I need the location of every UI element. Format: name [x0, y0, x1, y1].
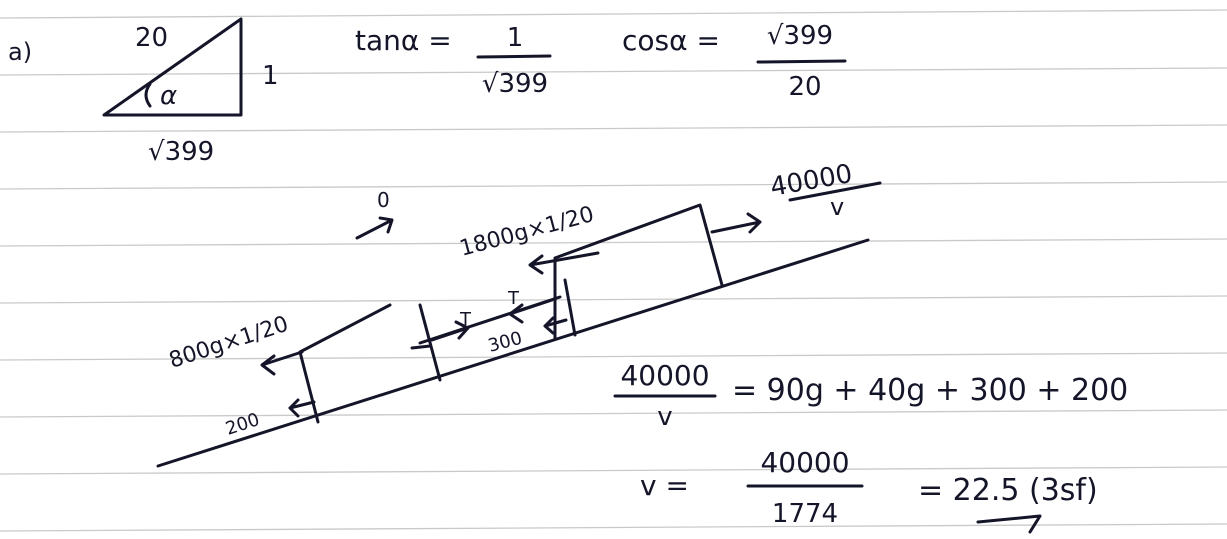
- driving-force-fraction-bar: [788, 181, 882, 202]
- trailer-weight-arrow: [260, 350, 304, 376]
- slope-diagram: [156, 203, 870, 468]
- cos-numerator: √399: [767, 21, 833, 51]
- trailer-resistance-arrow: [288, 398, 316, 418]
- part-label: a): [8, 38, 32, 66]
- eq1-numerator: 40000: [620, 359, 709, 392]
- tension-arrow-car: [508, 298, 554, 324]
- car-weight-component-label: 1800g×1/20: [457, 202, 597, 262]
- cos-lhs: cosα =: [622, 24, 720, 57]
- tow-bar-end: [563, 278, 577, 337]
- cos-denominator: 20: [788, 72, 821, 102]
- tension-arrow-trailer: [430, 320, 470, 342]
- triangle-angle-label: α: [160, 81, 177, 111]
- car-weight-arrow: [528, 251, 600, 275]
- eq2-numerator: 40000: [760, 446, 849, 479]
- tension-label-2: T: [507, 288, 520, 309]
- acceleration-label: 0: [377, 188, 390, 212]
- eq2-denominator: 1774: [772, 499, 838, 529]
- tan-denominator: √399: [482, 69, 548, 99]
- trailer-weight-component-label: 800g×1/20: [166, 312, 291, 374]
- triangle-opposite-label: 1: [262, 61, 279, 91]
- cos-fraction-bar: [756, 59, 847, 64]
- eq2-lhs: v =: [640, 469, 689, 502]
- driving-force-denominator: v: [830, 193, 844, 221]
- tan-lhs: tanα =: [355, 24, 452, 57]
- tension-label-1: T: [459, 309, 472, 330]
- ruled-lines: [0, 9, 1227, 532]
- eq1-rhs: = 90g + 40g + 300 + 200: [732, 373, 1128, 408]
- tan-numerator: 1: [507, 23, 524, 53]
- right-triangle: [102, 17, 243, 117]
- eq2-result: = 22.5 (3sf): [918, 473, 1098, 508]
- answer-underline: [976, 514, 1042, 534]
- driving-force-arrow: [710, 212, 762, 234]
- car-resistance-arrow: [543, 316, 568, 335]
- slope-line: [156, 238, 870, 468]
- acceleration-arrow: [355, 216, 394, 240]
- tan-fraction-bar: [476, 54, 552, 59]
- eq1-denominator: v: [657, 402, 672, 432]
- triangle-hypotenuse-label: 20: [135, 23, 168, 53]
- triangle-adjacent-label: √399: [148, 137, 214, 167]
- trailer-box: [298, 303, 442, 424]
